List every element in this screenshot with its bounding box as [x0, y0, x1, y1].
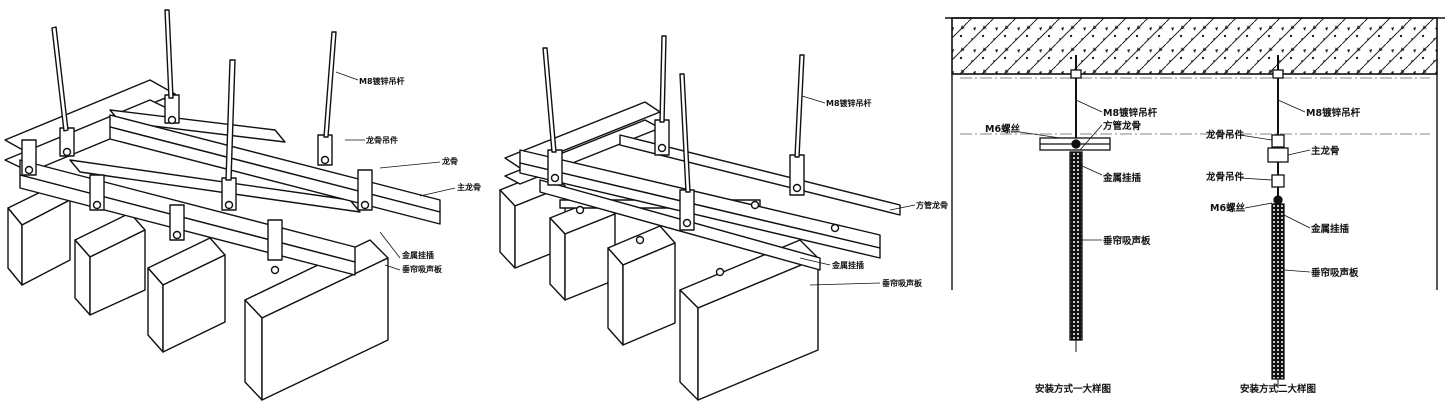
d2-label-clip: 金属挂插: [1310, 223, 1350, 235]
panel-1-leaders: [335, 71, 456, 271]
p2-rods: [542, 35, 805, 193]
d2-label-hanger-top: 龙骨吊件: [1205, 129, 1245, 141]
p2-label-rod: M8镀锌吊杆: [826, 98, 872, 108]
p1-label-clip: 金属挂插: [401, 250, 434, 260]
p1-label-baffle: 垂帘吸声板: [402, 264, 443, 274]
p2-hangers: [547, 119, 840, 277]
panel-2-leaders: [799, 95, 916, 286]
d1-label-square-keel: 方管龙骨: [1103, 120, 1141, 132]
d2-label-hanger-bottom: 龙骨吊件: [1205, 171, 1245, 183]
d2-caption: 安装方式二大样图: [1240, 383, 1316, 395]
d2-baffle: [1271, 203, 1285, 380]
panel-2-isometric: [499, 35, 901, 401]
d2-label-main-keel: 主龙骨: [1311, 145, 1340, 157]
d1-label-clip: 金属挂插: [1102, 172, 1142, 184]
p1-rods: [51, 9, 337, 181]
p1-label-keel: 龙骨: [441, 156, 458, 166]
panel-1-isometric: [4, 9, 441, 401]
concrete-slab: [951, 17, 1438, 75]
p1-label-rod: M8镀锌吊杆: [359, 76, 405, 86]
panel-3-labels: M8镀锌吊杆 M6螺丝 方管龙骨 金属挂插 垂帘吸声板 安装方式一大样图 M8镀…: [985, 107, 1361, 395]
d1-label-screw: M6螺丝: [985, 123, 1021, 135]
p1-label-hanger: 龙骨吊件: [365, 135, 398, 145]
detail-2: [1267, 55, 1289, 388]
p1-cross-keels: [4, 79, 361, 213]
p1-hangers: [21, 94, 373, 275]
panel-1-labels: M8镀锌吊杆 龙骨吊件 龙骨 主龙骨 金属挂插 垂帘吸声板: [359, 76, 481, 274]
panel-3-section: [945, 17, 1445, 388]
d2-label-baffle: 垂帘吸声板: [1311, 267, 1359, 279]
detail-1: [1039, 55, 1111, 352]
d1-label-rod: M8镀锌吊杆: [1103, 107, 1158, 119]
panel-2-labels: M8镀锌吊杆 方管龙骨 金属挂插 垂帘吸声板: [826, 98, 948, 288]
p1-label-main-keel: 主龙骨: [457, 182, 481, 192]
d2-label-screw: M6螺丝: [1210, 202, 1246, 214]
p2-label-clip: 金属挂插: [831, 260, 864, 270]
p2-label-square-keel: 方管龙骨: [916, 200, 948, 210]
d2-label-rod: M8镀锌吊杆: [1306, 107, 1361, 119]
d1-label-baffle: 垂帘吸声板: [1103, 235, 1151, 247]
d1-caption: 安装方式一大样图: [1035, 383, 1111, 395]
p2-label-baffle: 垂帘吸声板: [882, 278, 923, 288]
d1-baffle: [1069, 151, 1083, 341]
p1-baffle-boards: [7, 184, 389, 401]
